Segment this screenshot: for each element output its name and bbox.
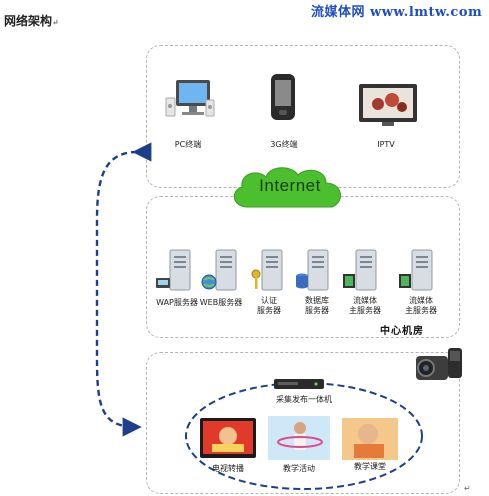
iptv-label: IPTV [377, 140, 395, 149]
internet-label: Internet [259, 176, 321, 195]
teaching-activity-icon [268, 416, 330, 460]
camcorder-icon [416, 348, 462, 380]
server-label-auth: 认证 服务器 [257, 296, 281, 315]
mobile-terminal-icon [271, 74, 295, 120]
database-server-icon [296, 249, 329, 291]
auth-server-icon [251, 249, 283, 291]
tv-broadcast-icon [200, 418, 256, 458]
server-label-web: WEB服务器 [199, 298, 243, 307]
classroom-label: 教学课堂 [354, 462, 386, 471]
internet-cloud-icon [233, 167, 341, 208]
classroom-icon [342, 418, 398, 460]
streaming-server-icon [399, 249, 433, 291]
teaching-activity-label: 教学活动 [283, 464, 315, 473]
page-title: 网络架构↵ [4, 14, 59, 28]
pc-terminal-icon [165, 80, 215, 117]
wap-server-icon [156, 249, 191, 291]
site-watermark: 流媒体网 www.lmtw.com [311, 5, 483, 20]
server-label-wap: WAP服务器 [156, 298, 198, 307]
paragraph-mark: ↵ [464, 484, 471, 493]
connection-arrow [95, 142, 152, 437]
web-server-icon [201, 249, 237, 291]
tv-broadcast-label: 电视转播 [212, 464, 244, 473]
encoder-device-icon [274, 379, 324, 389]
encoder-label: 采集发布一体机 [276, 395, 332, 404]
iptv-icon [359, 84, 417, 126]
server-panel [146, 196, 460, 338]
capture-loop [185, 382, 423, 490]
data-center-label: 中心机房 [380, 326, 424, 337]
server-label-streaming-2: 流媒体 主服务器 [405, 296, 437, 315]
server-label-streaming-1: 流媒体 主服务器 [349, 296, 381, 315]
server-label-database: 数据库 服务器 [305, 296, 329, 315]
streaming-server-icon [343, 249, 377, 291]
mobile-terminal-label: 3G终端 [270, 140, 298, 149]
pc-terminal-label: PC终端 [174, 140, 202, 149]
